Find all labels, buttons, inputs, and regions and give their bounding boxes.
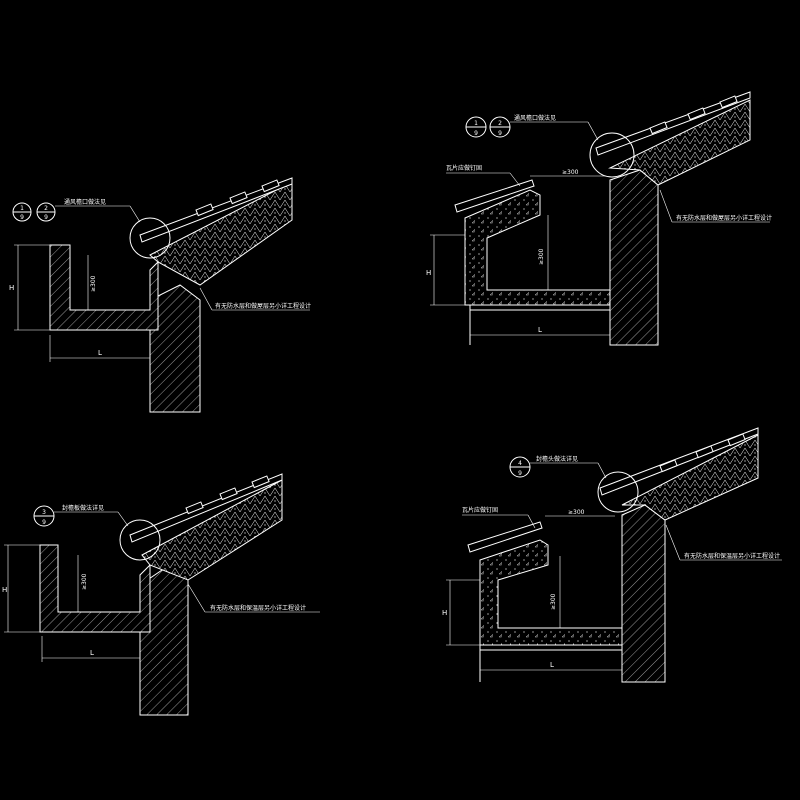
roof-slab (149, 181, 293, 286)
callout-label: 封檐板做法详见 (62, 504, 104, 512)
roof-slab (621, 434, 759, 521)
dim-h: H (426, 269, 431, 277)
wall-section (621, 504, 666, 683)
dim-h: H (442, 609, 447, 617)
gutter-slab (49, 244, 159, 331)
dim-300: ≥300 (81, 573, 88, 590)
gutter-slab (39, 544, 151, 633)
membrane-note: 有无防水层和做屋层另小详工程设计 (215, 302, 311, 310)
svg-text:9: 9 (42, 519, 46, 526)
detail-top-right: 1 9 2 9 通风檐口做法见 瓦片应做钉固 有无防水层和做屋层另小详工程设计 … (426, 91, 772, 346)
svg-text:9: 9 (44, 214, 48, 221)
membrane-note: 有无防水层和保温层另小详工程设计 (210, 604, 306, 612)
index-symbol: 3 9 (33, 505, 55, 527)
svg-text:9: 9 (20, 214, 24, 221)
index-symbol: 1 9 2 9 (465, 116, 511, 138)
detail-top-left: 1 9 2 9 通风檐口做法见 有无防水层和做屋层另小详工程设计 H L ≥30… (9, 177, 311, 413)
detail-callout-circle (129, 217, 171, 259)
callout-label: 通风檐口做法见 (64, 198, 106, 206)
membrane-note: 有无防水层和保温层另小详工程设计 (684, 552, 780, 560)
detail-callout-circle (589, 132, 635, 178)
dim-h: H (2, 586, 7, 594)
index-symbol: 1 9 2 9 (12, 202, 56, 222)
svg-text:3: 3 (42, 509, 46, 516)
gutter-slab (479, 539, 623, 646)
detail-bottom-right: 4 9 封檐头做法详见 瓦片应做钉固 有无防水层和保温层另小详工程设计 H L … (442, 427, 782, 683)
svg-text:9: 9 (518, 470, 522, 477)
callout-label: 通风檐口做法见 (514, 114, 556, 122)
roof-tiles (454, 91, 751, 213)
roof-tiles (139, 177, 293, 243)
detail-callout-circle (597, 471, 639, 513)
dim-300: ≥300 (562, 169, 579, 176)
roof-slab (608, 99, 751, 186)
dim-l: L (90, 649, 94, 657)
dim-l: L (538, 326, 542, 334)
dim-h: H (9, 284, 14, 292)
dim-300: ≥300 (90, 275, 97, 292)
detail-bottom-left: 3 9 封檐板做法详见 有无防水层和保温层另小详工程设计 H L ≥300 (2, 473, 320, 716)
svg-text:1: 1 (20, 205, 24, 212)
svg-text:2: 2 (44, 205, 48, 212)
dim-l: L (550, 661, 554, 669)
membrane-note: 有无防水层和做屋层另小详工程设计 (676, 214, 772, 222)
roof-tiles (129, 473, 283, 543)
gutter-slab (464, 189, 611, 306)
svg-text:2: 2 (498, 120, 502, 127)
index-symbol: 4 9 (509, 456, 531, 478)
dim-300-vertical: ≥300 (538, 248, 545, 265)
wall-section (609, 169, 659, 346)
tile-note: 瓦片应做钉固 (446, 164, 482, 172)
dim-l: L (98, 349, 102, 357)
roof-tiles (467, 427, 759, 553)
dim-300: ≥300 (568, 509, 585, 516)
svg-text:9: 9 (498, 130, 502, 137)
svg-text:4: 4 (518, 460, 522, 467)
roof-slab (141, 479, 283, 581)
svg-text:9: 9 (474, 130, 478, 137)
dim-300-vertical: ≥300 (550, 593, 557, 610)
callout-label: 封檐头做法详见 (536, 455, 578, 463)
detail-callout-circle (119, 519, 161, 561)
tile-note: 瓦片应做钉固 (462, 506, 498, 514)
svg-text:1: 1 (474, 120, 478, 127)
